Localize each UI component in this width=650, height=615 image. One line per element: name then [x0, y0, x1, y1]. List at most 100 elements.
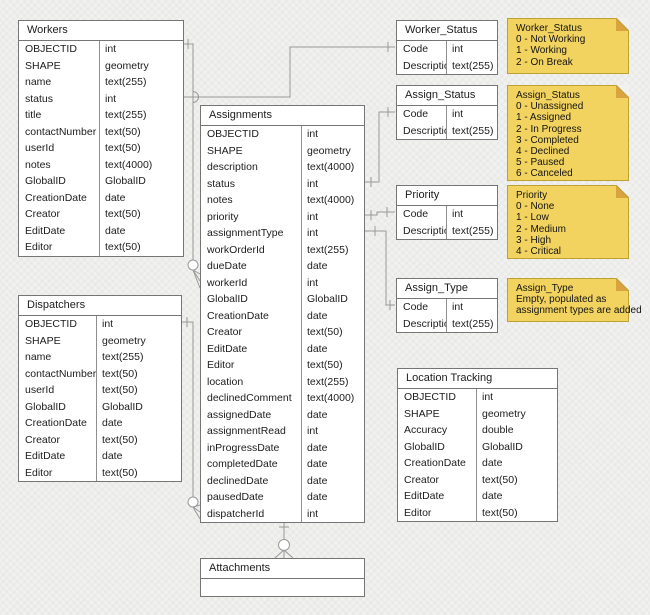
field-type: text(255)	[99, 74, 183, 91]
field-name: Description	[403, 59, 446, 72]
connector-assignments-attachments	[275, 520, 293, 558]
field-name: name	[25, 351, 52, 363]
field-type: date	[301, 307, 364, 324]
field-name: assignmentType	[207, 227, 284, 239]
field-type: geometry	[99, 57, 183, 74]
field-name: Description	[403, 224, 446, 237]
field-type: geometry	[476, 405, 557, 422]
field-type: int	[301, 225, 364, 242]
folded-corner-icon	[616, 85, 629, 98]
field-type: date	[301, 258, 364, 275]
field-type: int	[476, 389, 557, 406]
field-type: text(255)	[446, 122, 497, 139]
field-name: GlobalID	[25, 400, 66, 413]
entity-table-assign-status[interactable]: Assign_Status CodeintDescriptiontext(255…	[396, 85, 498, 140]
table-row: SHAPE geometry	[19, 57, 183, 74]
note-line: 0 - Unassigned	[516, 101, 584, 113]
field-name: priority	[207, 210, 239, 223]
field-name: SHAPE	[25, 59, 61, 72]
field-type: text(50)	[96, 382, 181, 399]
field-name: Editor	[207, 359, 235, 371]
zero-circle-icon	[279, 540, 290, 551]
table-title: Worker_Status	[397, 21, 497, 41]
table-title: Location Tracking	[398, 369, 557, 389]
table-title: Assign_Status	[397, 86, 497, 106]
many-crow-foot-icon	[193, 505, 200, 519]
note-line: 0 - None	[516, 201, 555, 213]
field-type: date	[476, 455, 557, 472]
field-name: declinedComment	[207, 392, 292, 404]
folded-corner-icon	[616, 18, 629, 31]
entity-table-assign-type[interactable]: Assign_Type CodeintDescriptiontext(255)	[396, 278, 498, 333]
field-name: Code	[403, 43, 429, 55]
field-name: CreationDate	[25, 417, 87, 429]
field-name: status	[207, 177, 236, 190]
table-row: status int	[201, 175, 364, 192]
entity-table-worker-status[interactable]: Worker_Status CodeintDescriptiontext(255…	[396, 20, 498, 75]
note-line: 0 - Not Working	[516, 34, 586, 46]
field-type: text(4000)	[301, 159, 364, 176]
field-type: text(50)	[96, 431, 181, 448]
table-row: EditDate date	[398, 488, 557, 505]
field-name: dueDate	[207, 260, 247, 272]
table-title: Attachments	[201, 559, 364, 579]
table-row: Descriptiontext(255)	[397, 122, 497, 139]
field-name: Creator	[404, 473, 440, 486]
field-type: int	[301, 505, 364, 522]
note-line: 4 - Critical	[516, 246, 562, 258]
field-type: text(50)	[96, 365, 181, 382]
note-line: 2 - In Progress	[516, 123, 582, 135]
field-type: int	[301, 208, 364, 225]
field-name: workerId	[207, 276, 248, 289]
field-type: int	[96, 316, 181, 333]
field-name: contactNumber	[25, 367, 96, 380]
field-name: status	[25, 92, 54, 105]
connector-assignments-priority	[365, 207, 395, 220]
folded-corner-icon	[616, 185, 629, 198]
field-type: int	[446, 41, 497, 58]
field-name: Code	[403, 108, 429, 120]
note-line: 1 - Low	[516, 212, 549, 224]
connector-assignments-assignstatus	[365, 107, 395, 187]
entity-table-priority[interactable]: Priority CodeintDescriptiontext(255)	[396, 185, 498, 240]
field-name: pausedDate	[207, 491, 264, 503]
field-name: SHAPE	[207, 144, 243, 157]
field-name: Code	[403, 301, 429, 313]
zero-circle-icon	[188, 260, 198, 270]
field-name: EditDate	[404, 490, 445, 502]
many-crow-foot-icon	[193, 270, 200, 288]
entity-table-attachments[interactable]: Attachments	[200, 558, 365, 597]
field-name: CreationDate	[207, 309, 269, 322]
field-type: date	[476, 488, 557, 505]
field-type: date	[301, 406, 364, 423]
field-name: Creator	[25, 433, 61, 446]
note-line: Empty, populated as	[516, 294, 607, 306]
note-line: 2 - On Break	[516, 56, 573, 68]
connector-workers-workerstatus	[184, 42, 395, 103]
field-type: int	[301, 274, 364, 291]
field-type: int	[301, 175, 364, 192]
